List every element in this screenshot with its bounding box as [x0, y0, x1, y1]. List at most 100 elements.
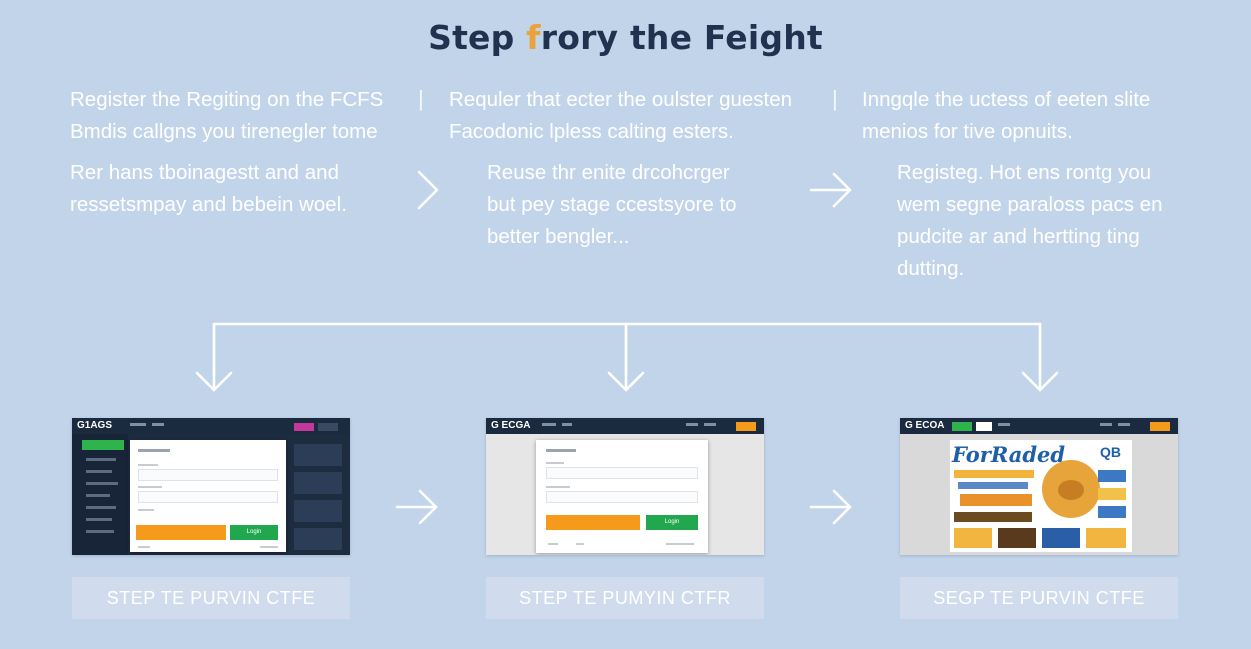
site-nav: G1AGS	[72, 418, 350, 434]
banner-strip	[954, 512, 1032, 522]
nav-link	[704, 423, 716, 426]
column-separator: |	[418, 86, 424, 111]
game-card	[294, 528, 342, 550]
sidebar-item	[86, 458, 116, 461]
field-label	[546, 486, 570, 488]
banner-tile	[1098, 506, 1126, 518]
email-field[interactable]	[138, 469, 278, 481]
field-label	[546, 462, 564, 464]
field-label	[138, 464, 158, 466]
banner-title: ForRaded	[952, 442, 1066, 467]
promo-banner: ForRaded QB	[950, 440, 1132, 552]
text-line: menios for tive opnuits.	[862, 120, 1073, 143]
modal-footer-text	[576, 543, 584, 545]
game-card	[294, 500, 342, 522]
login-modal: Login	[536, 440, 708, 553]
modal-heading	[546, 449, 576, 452]
banner-ribbon	[954, 470, 1034, 478]
register-button[interactable]	[136, 525, 226, 540]
field-label	[138, 486, 162, 488]
nav-link	[686, 423, 698, 426]
banner-tile	[1098, 488, 1126, 500]
title-part2: rory the Feight	[540, 18, 823, 57]
step2-label: STEP TE PUMYIN CTFR	[486, 577, 764, 619]
banner-tile	[1098, 470, 1126, 482]
sidebar-item-active	[82, 440, 124, 450]
nav-link	[152, 423, 164, 426]
sidebar-item	[86, 506, 116, 509]
login-button[interactable]: Login	[646, 515, 698, 530]
nav-link	[998, 423, 1010, 426]
sidebar-item	[86, 530, 114, 533]
text-line: pudcite ar and hertting ting	[897, 225, 1140, 248]
sidebar-item	[86, 470, 112, 473]
text-line: dutting.	[897, 257, 965, 280]
modal-footer-text	[548, 543, 558, 545]
game-tile	[954, 528, 992, 548]
nav-tab	[976, 422, 992, 431]
nav-badge	[318, 423, 338, 431]
text-line: Rer hans tboinagestt and and	[70, 161, 339, 184]
arrow-down-icon	[607, 371, 645, 392]
game-tile	[998, 528, 1036, 548]
nav-badge	[294, 423, 314, 431]
text-line: Reuse thr enite drcohcrger	[487, 161, 730, 184]
step3-bottom-text: Registeg. Hot ens rontg you wem segne pa…	[897, 157, 1163, 285]
text-line: Facodonic lpless calting esters.	[449, 120, 734, 143]
step1-bottom-text: Rer hans tboinagestt and and ressetsmpay…	[70, 157, 347, 221]
modal-footer-link[interactable]	[666, 543, 694, 545]
arrow-right-icon	[418, 489, 438, 525]
nav-cta	[736, 422, 756, 431]
site-logo: G ECGA	[491, 420, 531, 431]
step3-label: SEGP TE PURVIN CTFE	[900, 577, 1178, 619]
password-field[interactable]	[138, 491, 278, 503]
site-nav: G ECGA	[486, 418, 764, 434]
column-separator: |	[832, 86, 838, 111]
nav-tab-active	[952, 422, 972, 431]
field-label	[138, 509, 154, 511]
arrow-right-icon	[832, 172, 852, 208]
text-line: wem segne paraloss pacs en	[897, 193, 1163, 216]
site-sidebar	[72, 434, 128, 555]
login-modal: Login	[130, 440, 286, 552]
step3-screenshot: G ECOA ForRaded QB	[900, 418, 1178, 555]
text-line: Requler that ecter the oulster guesten	[449, 88, 793, 111]
text-line: Register the Regiting on the FCFS	[70, 88, 384, 111]
title-part1: Step	[428, 18, 527, 57]
email-field[interactable]	[546, 467, 698, 479]
register-button[interactable]	[546, 515, 640, 530]
arrow-right-icon	[832, 489, 852, 525]
mascot-detail	[1058, 480, 1084, 500]
game-tile	[1042, 528, 1080, 548]
text-line: better bengler...	[487, 225, 630, 248]
arrow-down-icon	[195, 371, 233, 392]
login-button[interactable]: Login	[230, 525, 278, 540]
nav-link	[542, 423, 556, 426]
modal-footer-link[interactable]	[260, 546, 278, 548]
modal-footer-text	[138, 546, 150, 548]
page-title: Step frory the Feight	[0, 18, 1251, 57]
password-field[interactable]	[546, 491, 698, 503]
arrow-down-icon	[1021, 371, 1059, 392]
modal-heading	[138, 449, 170, 452]
step2-screenshot: G ECGA Login	[486, 418, 764, 555]
text-line: ressetsmpay and bebein woel.	[70, 193, 347, 216]
step1-label: STEP TE PURVIN CTFE	[72, 577, 350, 619]
text-line: Bmdis callgns you tirenegler tome	[70, 120, 378, 143]
sidebar-item	[86, 518, 112, 521]
step1-top-text: Register the Regiting on the FCFS Bmdis …	[70, 84, 383, 148]
banner-ribbon	[958, 482, 1028, 489]
sidebar-item	[86, 482, 118, 485]
nav-link	[1100, 423, 1112, 426]
nav-link	[562, 423, 572, 426]
sidebar-item	[86, 494, 110, 497]
site-nav: G ECOA	[900, 418, 1178, 434]
text-line: Inngqle the uctess of eeten slite	[862, 88, 1151, 111]
step3-top-text: Inngqle the uctess of eeten slite menios…	[862, 84, 1150, 148]
step2-bottom-text: Reuse thr enite drcohcrger but pey stage…	[487, 157, 737, 253]
game-card	[294, 472, 342, 494]
chevron-right-icon	[417, 170, 439, 210]
site-logo: G ECOA	[905, 420, 945, 431]
game-card	[294, 444, 342, 466]
